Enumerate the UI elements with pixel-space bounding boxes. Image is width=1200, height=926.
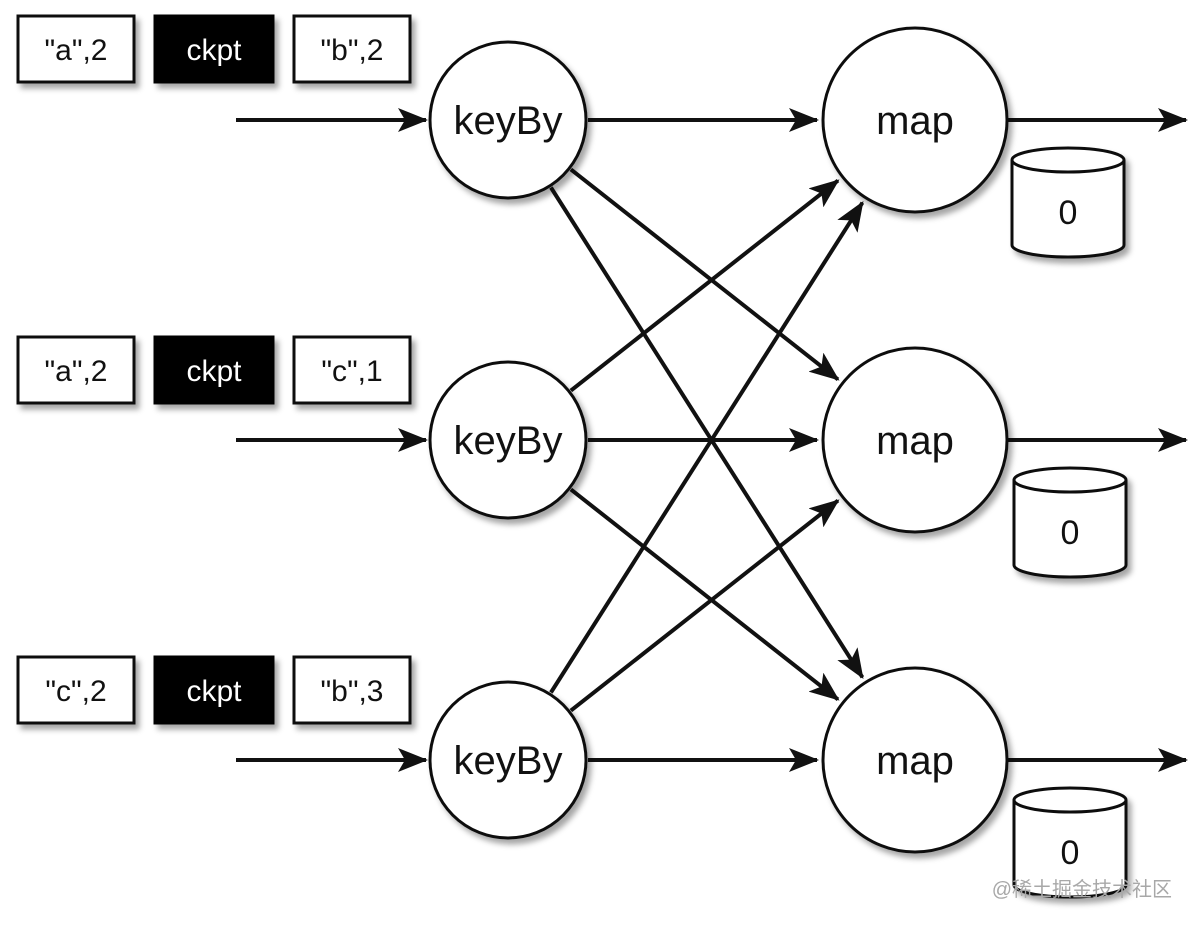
state-store-2: 0	[1012, 466, 1128, 579]
state-value: 0	[1061, 834, 1080, 872]
state-value: 0	[1061, 514, 1080, 552]
database-icon	[1010, 146, 1126, 259]
record-label: "b",3	[320, 675, 383, 708]
record-label: "b",2	[320, 34, 383, 67]
edge-keyby-2-to-map-3	[569, 487, 840, 702]
watermark: @稀土掘金技术社区	[992, 878, 1172, 901]
map-circle	[821, 666, 1009, 854]
state-store-1: 0	[1010, 146, 1126, 259]
edge-keyby-1-to-map-2	[569, 167, 840, 382]
map-node-1: map	[821, 26, 1009, 214]
record-label: "a",2	[44, 355, 107, 388]
map-circle	[821, 26, 1009, 214]
map-label: map	[876, 99, 954, 143]
checkpoint-label: ckpt	[186, 675, 242, 708]
keyby-label: keyBy	[454, 99, 563, 143]
keyby-node-2: keyBy	[428, 360, 588, 520]
map-label: map	[876, 739, 954, 783]
map-node-3: map	[821, 666, 1009, 854]
database-icon	[1012, 786, 1128, 899]
edge-keyby-2-to-map-1	[569, 178, 840, 393]
record-box	[292, 335, 412, 405]
keyby-label: keyBy	[454, 739, 563, 783]
map-circle	[821, 346, 1009, 534]
input-stream-3: "c",2 ckpt "b",3	[16, 655, 412, 725]
checkpoint-barrier	[153, 14, 275, 84]
edge-keyby-3-to-map-1	[549, 201, 865, 694]
record-box	[16, 14, 136, 84]
keyby-circle	[428, 680, 588, 840]
database-icon	[1012, 466, 1128, 579]
checkpoint-barrier	[153, 655, 275, 725]
checkpoint-label: ckpt	[186, 34, 242, 67]
input-stream-1: "a",2 ckpt "b",2	[16, 14, 412, 84]
input-stream-2: "a",2 ckpt "c",1	[16, 335, 412, 405]
record-box	[16, 655, 136, 725]
state-store-3: 0	[1012, 786, 1128, 899]
edges	[236, 108, 1188, 772]
keyby-node-1: keyBy	[428, 40, 588, 200]
keyby-node-3: keyBy	[428, 680, 588, 840]
checkpoint-label: ckpt	[186, 355, 242, 388]
edge-keyby-1-to-map-3	[549, 186, 865, 679]
record-label: "c",1	[321, 355, 382, 388]
map-label: map	[876, 419, 954, 463]
keyby-label: keyBy	[454, 419, 563, 463]
record-box	[16, 335, 136, 405]
record-box	[292, 14, 412, 84]
keyby-circle	[428, 360, 588, 520]
state-value: 0	[1059, 194, 1078, 232]
record-label: "a",2	[44, 34, 107, 67]
map-node-2: map	[821, 346, 1009, 534]
edge-keyby-3-to-map-2	[569, 498, 840, 713]
record-label: "c",2	[45, 675, 106, 708]
keyby-circle	[428, 40, 588, 200]
record-box	[292, 655, 412, 725]
checkpoint-barrier	[153, 335, 275, 405]
